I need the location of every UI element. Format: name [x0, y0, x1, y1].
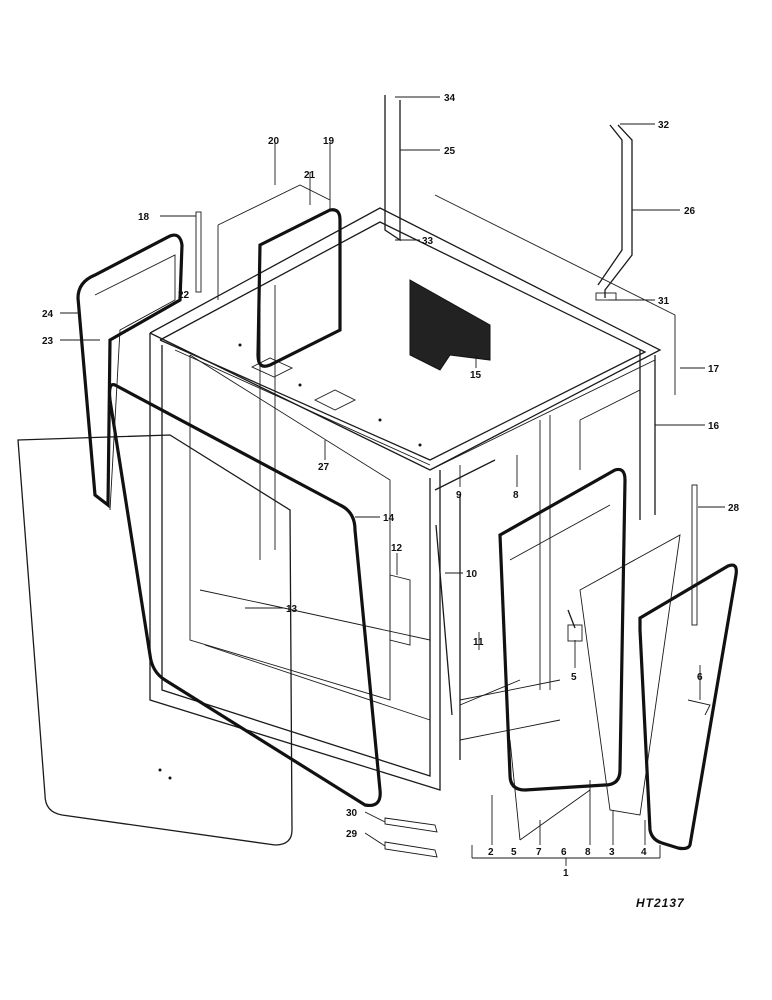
callout-32: 32 — [658, 120, 670, 131]
rear-panel — [434, 194, 676, 520]
callout-5: 5 — [571, 672, 577, 683]
bracket-item-7: 7 — [536, 847, 542, 858]
right-door — [498, 467, 627, 841]
callout-29: 29 — [346, 829, 358, 840]
bracket-item-5: 5 — [511, 847, 517, 858]
callout-15: 15 — [470, 370, 482, 381]
callout-13: 13 — [286, 604, 298, 615]
callout-20: 20 — [268, 136, 280, 147]
cab-frame — [149, 207, 662, 791]
leader-lines — [60, 96, 725, 847]
bracket-parent-1: 1 — [563, 868, 569, 879]
filter-element — [409, 279, 491, 371]
callout-9: 9 — [456, 490, 462, 501]
right-door-glass — [579, 534, 681, 816]
quarter-window — [638, 563, 738, 851]
support-posts — [384, 95, 633, 301]
callout-27: 27 — [318, 462, 330, 473]
callout-28: 28 — [728, 503, 740, 514]
rear-window-seal — [217, 184, 342, 368]
reference-code: HT2137 — [636, 896, 685, 910]
callout-30: 30 — [346, 808, 358, 819]
callout-8: 8 — [513, 490, 519, 501]
side-window-left — [76, 233, 184, 511]
bars — [434, 459, 521, 716]
callout-16: 16 — [708, 421, 720, 432]
bracket-item-2: 2 — [488, 847, 494, 858]
callout-26: 26 — [684, 206, 696, 217]
callout-18: 18 — [138, 212, 150, 223]
part-group-bracket — [471, 780, 661, 866]
callout-labels: 34 25 32 20 19 21 26 18 33 22 31 24 23 1… — [42, 93, 740, 879]
bracket-item-8: 8 — [585, 847, 591, 858]
callout-6: 6 — [697, 672, 703, 683]
callout-11: 11 — [473, 637, 484, 648]
plates-29-30 — [384, 817, 438, 858]
callout-23: 23 — [42, 336, 54, 347]
callout-10: 10 — [466, 569, 478, 580]
callout-19: 19 — [323, 136, 335, 147]
callout-12: 12 — [391, 543, 403, 554]
callout-25: 25 — [444, 146, 456, 157]
callout-24: 24 — [42, 309, 54, 320]
bracket-item-4: 4 — [641, 847, 647, 858]
callout-34: 34 — [444, 93, 456, 104]
strip-28 — [691, 484, 698, 626]
strip-18 — [195, 211, 202, 293]
callout-17: 17 — [708, 364, 720, 375]
callout-14: 14 — [383, 513, 395, 524]
callout-21: 21 — [304, 170, 316, 181]
bracket-item-3: 3 — [609, 847, 615, 858]
front-glass — [17, 434, 293, 846]
callout-33: 33 — [422, 236, 434, 247]
bracket-item-6: 6 — [561, 847, 567, 858]
callout-31: 31 — [658, 296, 670, 307]
callout-22: 22 — [178, 290, 190, 301]
